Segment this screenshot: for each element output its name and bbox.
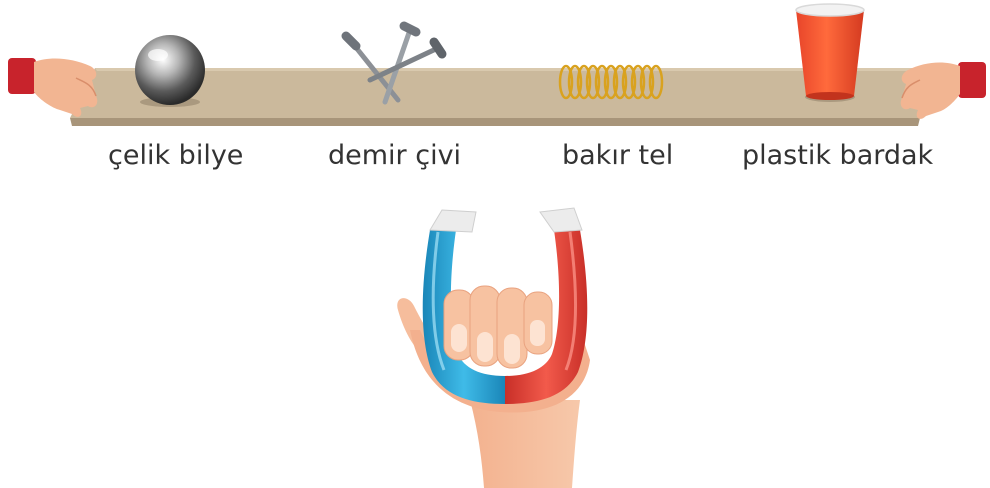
- label-copper-wire: bakır tel: [562, 140, 673, 171]
- label-plastic-cup: plastik bardak: [742, 140, 933, 171]
- horseshoe-magnet-icon: [397, 208, 590, 488]
- plastic-cup-icon: [796, 4, 864, 102]
- fingers: [444, 286, 552, 368]
- label-iron-nail: demir çivi: [328, 140, 461, 171]
- label-steel-ball: çelik bilye: [108, 140, 243, 171]
